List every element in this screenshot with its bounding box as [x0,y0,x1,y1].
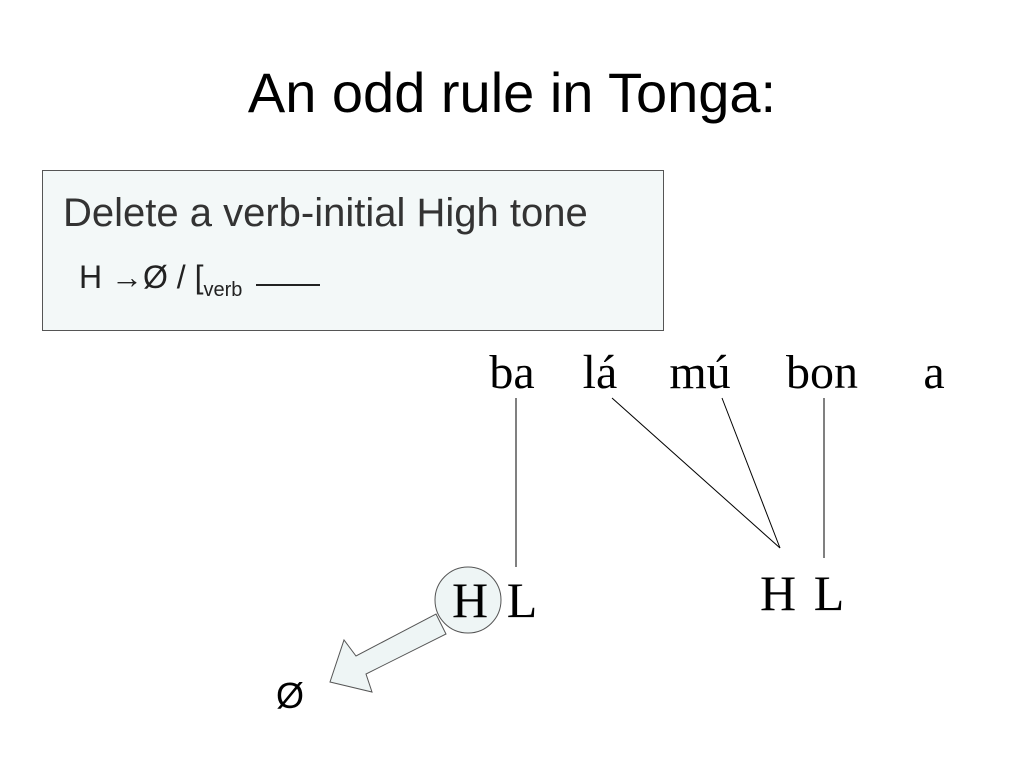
deletion-arrow [329,613,447,693]
syllable-mu: mú [669,346,730,399]
syllable-ba: ba [489,346,534,399]
rule-formula-subscript: verb [203,279,243,301]
association-line-la-H [611,397,781,549]
rule-heading: Delete a verb-initial High tone [63,191,588,235]
rule-formula-main: H →Ø / [ [79,259,204,295]
slide-title: An odd rule in Tonga: [247,61,777,124]
tone-right-L: L [814,565,845,621]
syllable-la: lá [583,346,618,399]
syllable-bon: bon [786,346,858,399]
syllable-a: a [923,346,944,399]
tone-left-H: H [452,572,488,628]
tone-left-L: L [507,572,538,628]
rule-box: Delete a verb-initial High tone H →Ø / [… [42,170,664,331]
association-line-mu-H [721,397,781,549]
rule-formula-blank [256,284,321,286]
rule-formula: H →Ø / [verb [79,259,321,301]
tone-right-H: H [760,565,796,621]
null-symbol: Ø [276,675,304,716]
deletion-circle [434,566,502,634]
